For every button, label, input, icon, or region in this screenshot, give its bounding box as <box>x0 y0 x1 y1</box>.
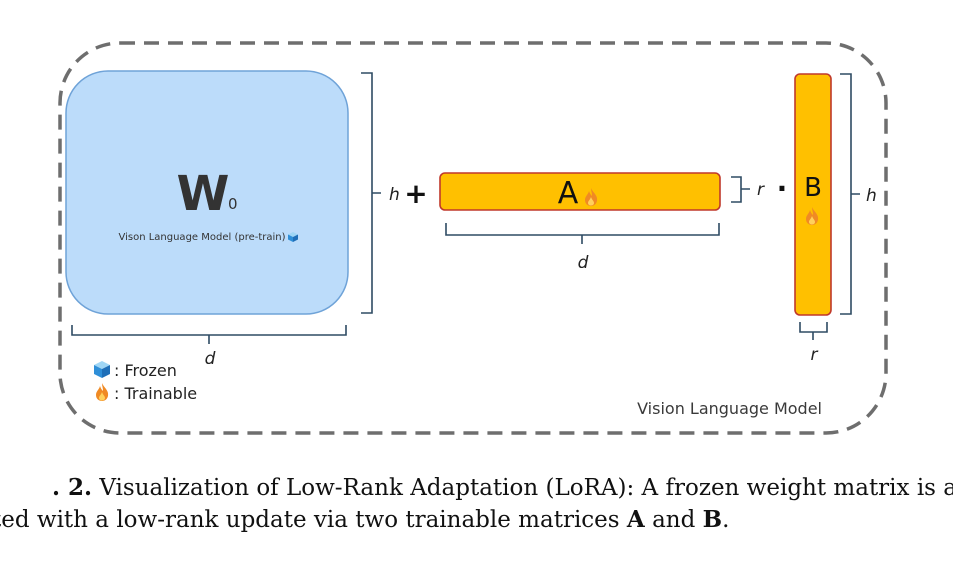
caption-line-1: . 2. Visualization of Low-Rank Adaptatio… <box>52 471 953 505</box>
caption-line-2: ted with a low-rank update via two train… <box>0 503 729 537</box>
b-matrix <box>794 73 832 316</box>
a-fire-icon <box>585 188 598 206</box>
legend: : Frozen : Trainable <box>94 361 197 403</box>
vision-language-model-container <box>58 41 888 435</box>
w0-d-label: d <box>205 349 216 369</box>
b-height-bracket <box>840 73 860 315</box>
caption-b-bold: B <box>702 506 723 533</box>
plus-sign: + <box>404 177 427 210</box>
b-symbol: B <box>804 173 822 203</box>
a-symbol: A <box>558 176 579 211</box>
lora-diagram: Vision Language Model W 0 Vison Language… <box>58 41 888 435</box>
legend-fire-icon <box>96 383 109 401</box>
b-h-label: h <box>866 186 877 206</box>
legend-frozen-label: : Frozen <box>114 361 177 380</box>
a-r-label: r <box>757 180 765 200</box>
caption-figure-number: . 2. <box>51 474 93 501</box>
legend-trainable-label: : Trainable <box>114 384 197 403</box>
w0-description: Vison Language Model (pre-train) <box>118 232 285 243</box>
caption-line-2-text: ted with a low-rank update via two train… <box>0 507 627 533</box>
b-r-label: r <box>811 345 819 365</box>
w0-symbol: W <box>177 166 230 222</box>
a-matrix <box>439 172 721 211</box>
frozen-cube-icon <box>288 232 298 242</box>
b-width-bracket <box>799 322 828 340</box>
multiply-dot: · <box>777 172 788 205</box>
caption-period: . <box>722 507 730 533</box>
w0-width-bracket <box>71 325 347 344</box>
a-d-label: d <box>578 253 589 273</box>
a-width-bracket <box>445 223 720 244</box>
figure-caption: . 2. Visualization of Low-Rank Adaptatio… <box>0 465 953 545</box>
w0-matrix <box>65 70 349 315</box>
a-height-bracket <box>731 176 750 203</box>
w0-subscript: 0 <box>228 195 238 213</box>
container-label: Vision Language Model <box>637 399 822 418</box>
legend-frozen-cube-icon <box>94 361 110 378</box>
w0-h-label: h <box>389 185 400 205</box>
caption-and: and <box>644 507 703 533</box>
caption-a-bold: A <box>626 506 645 533</box>
caption-line-1-text: Visualization of Low-Rank Adaptation (Lo… <box>92 475 953 501</box>
b-fire-icon <box>806 207 819 225</box>
w0-height-bracket <box>361 72 381 314</box>
